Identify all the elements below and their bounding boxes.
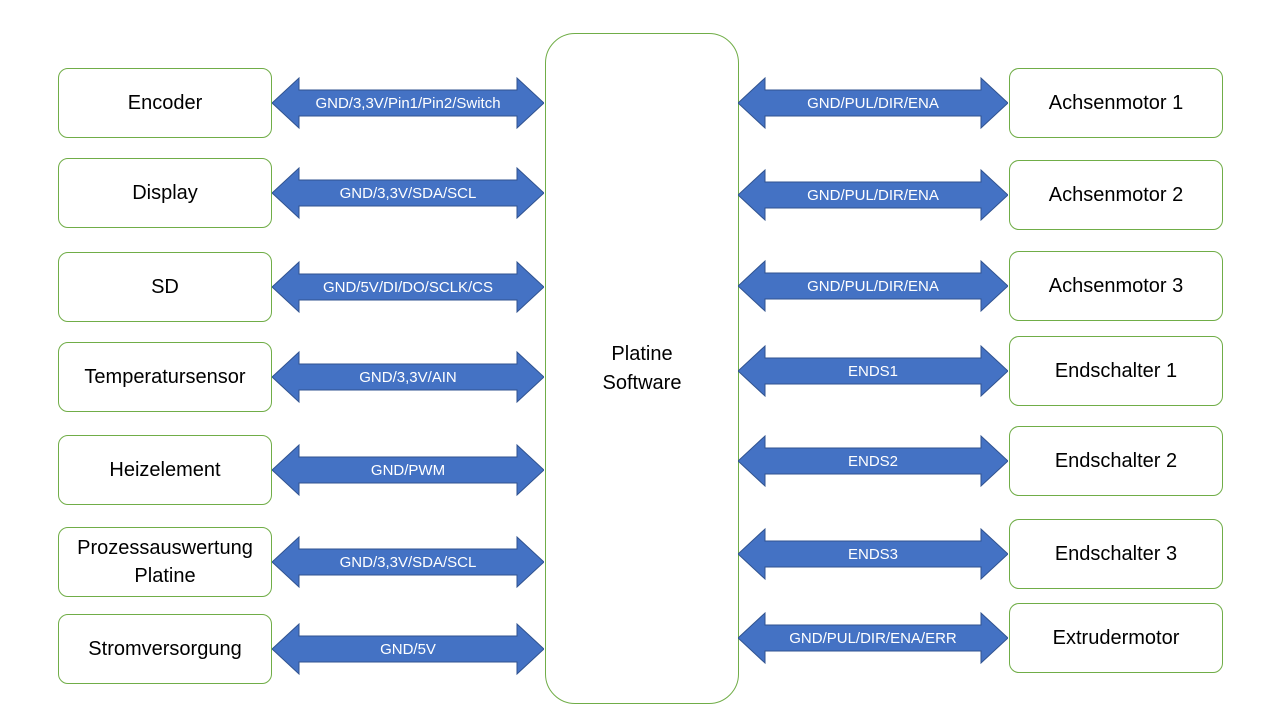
connection-arrow-left-1: GND/3,3V/SDA/SCL	[272, 165, 544, 221]
device-box-right-1: Achsenmotor 2	[1009, 160, 1223, 230]
connection-arrow-left-4: GND/PWM	[272, 442, 544, 498]
connection-arrow-right-0: GND/PUL/DIR/ENA	[738, 75, 1008, 131]
device-label: Achsenmotor 2	[1048, 184, 1184, 206]
connection-signals-label: GND/PUL/DIR/ENA	[807, 94, 939, 112]
connection-arrow-right-1: GND/PUL/DIR/ENA	[738, 167, 1008, 223]
connection-signals-label: GND/5V	[380, 640, 436, 658]
device-box-right-4: Endschalter 2	[1009, 426, 1223, 496]
double-arrow-icon	[738, 434, 1008, 488]
center-box-title-line2: Software	[602, 371, 682, 394]
connection-signals-label: GND/3,3V/Pin1/Pin2/Switch	[315, 94, 501, 112]
double-arrow-icon	[272, 535, 544, 589]
device-box-left-1: Display	[58, 158, 272, 228]
device-label: Display	[132, 182, 198, 204]
double-arrow-icon	[272, 166, 544, 220]
device-label: Endschalter 1	[1054, 360, 1178, 382]
double-arrow-icon	[272, 260, 544, 314]
connection-signals-label: GND/3,3V/SDA/SCL	[339, 184, 477, 202]
device-box-left-5: Prozessauswertung Platine	[58, 527, 272, 597]
device-label: SD	[151, 276, 179, 298]
device-label: Prozessauswertung Platine	[77, 537, 253, 587]
device-label: Extrudermotor	[1052, 627, 1180, 649]
connection-arrow-left-0: GND/3,3V/Pin1/Pin2/Switch	[272, 75, 544, 131]
double-arrow-icon	[738, 611, 1008, 665]
connection-signals-label: ENDS2	[847, 452, 899, 470]
connection-signals-label: ENDS3	[847, 545, 899, 563]
device-box-right-6: Extrudermotor	[1009, 603, 1223, 673]
device-box-right-5: Endschalter 3	[1009, 519, 1223, 589]
device-label: Endschalter 3	[1054, 543, 1178, 565]
device-label: Heizelement	[109, 459, 221, 481]
connection-arrow-right-5: ENDS3	[738, 526, 1008, 582]
connection-arrow-left-5: GND/3,3V/SDA/SCL	[272, 534, 544, 590]
double-arrow-icon	[272, 350, 544, 404]
double-arrow-icon	[272, 76, 544, 130]
device-label: Endschalter 2	[1054, 450, 1178, 472]
center-box-platine-software: Platine Software	[545, 33, 739, 704]
device-label: Stromversorgung	[88, 638, 242, 660]
connection-arrow-left-6: GND/5V	[272, 621, 544, 677]
double-arrow-icon	[738, 527, 1008, 581]
device-box-left-4: Heizelement	[58, 435, 272, 505]
connection-arrow-right-3: ENDS1	[738, 343, 1008, 399]
double-arrow-icon	[738, 259, 1008, 313]
device-box-right-3: Endschalter 1	[1009, 336, 1223, 406]
device-box-left-0: Encoder	[58, 68, 272, 138]
device-box-left-3: Temperatursensor	[58, 342, 272, 412]
center-box-title-line1: Platine	[611, 342, 673, 365]
device-label: Encoder	[127, 92, 203, 114]
connection-signals-label: GND/PUL/DIR/ENA	[807, 277, 939, 295]
connection-arrow-right-4: ENDS2	[738, 433, 1008, 489]
device-label: Achsenmotor 1	[1048, 92, 1184, 114]
device-box-left-6: Stromversorgung	[58, 614, 272, 684]
double-arrow-icon	[738, 344, 1008, 398]
device-box-left-2: SD	[58, 252, 272, 322]
connection-signals-label: GND/PWM	[370, 461, 446, 479]
connection-arrow-right-2: GND/PUL/DIR/ENA	[738, 258, 1008, 314]
connection-signals-label: GND/PUL/DIR/ENA	[807, 186, 939, 204]
connection-signals-label: GND/3,3V/SDA/SCL	[339, 553, 477, 571]
double-arrow-icon	[272, 622, 544, 676]
device-box-right-2: Achsenmotor 3	[1009, 251, 1223, 321]
device-label: Achsenmotor 3	[1048, 275, 1184, 297]
connection-arrow-right-6: GND/PUL/DIR/ENA/ERR	[738, 610, 1008, 666]
connection-signals-label: GND/PUL/DIR/ENA/ERR	[789, 629, 957, 647]
device-label: Temperatursensor	[84, 366, 246, 388]
double-arrow-icon	[272, 443, 544, 497]
connection-arrow-left-3: GND/3,3V/AIN	[272, 349, 544, 405]
connection-signals-label: ENDS1	[847, 362, 899, 380]
connection-signals-label: GND/3,3V/AIN	[359, 368, 457, 386]
double-arrow-icon	[738, 168, 1008, 222]
connection-arrow-left-2: GND/5V/DI/DO/SCLK/CS	[272, 259, 544, 315]
connection-signals-label: GND/5V/DI/DO/SCLK/CS	[322, 278, 494, 296]
double-arrow-icon	[738, 76, 1008, 130]
device-box-right-0: Achsenmotor 1	[1009, 68, 1223, 138]
